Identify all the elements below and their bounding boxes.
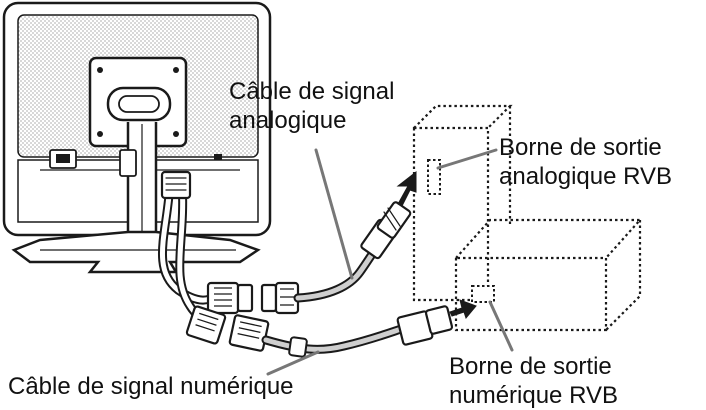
analog-rgb-port [427, 159, 441, 195]
label-digital-output-line2: numérique RVB [449, 382, 618, 409]
digital-connector-pair [185, 305, 270, 352]
digital-insert-arrow [449, 299, 477, 320]
digital-cable [261, 299, 477, 358]
label-analog-output-line2: analogique RVB [499, 163, 673, 190]
leader-digital-cable [266, 350, 320, 376]
label-analog-cable-line1: Câble de signal [229, 78, 395, 105]
digital-rgb-port [471, 285, 495, 303]
label-digital-cable: Câble de signal numérique [8, 372, 294, 401]
leader-analog-cable [314, 148, 354, 280]
analog-connector-pair [206, 281, 300, 315]
computer-tower [412, 126, 490, 302]
label-digital-cable-line1: Câble de signal numérique [8, 373, 294, 400]
label-digital-output: Borne de sortie numérique RVB [449, 352, 618, 410]
label-analog-output: Borne de sortie analogique RVB [499, 133, 672, 191]
leader-digital-output [488, 300, 514, 352]
label-digital-output-line1: Borne de sortie [449, 353, 612, 380]
label-analog-cable: Câble de signal analogique [229, 77, 394, 135]
leader-lines [266, 148, 514, 376]
label-analog-cable-line2: analogique [229, 107, 347, 134]
computer-outline [412, 104, 643, 332]
label-analog-output-line1: Borne de sortie [499, 134, 662, 161]
stand-base [11, 230, 261, 274]
analog-insert-arrow [396, 170, 417, 207]
leader-analog-output [436, 148, 498, 170]
computer-desktop-box [454, 256, 608, 332]
analog-cable [293, 170, 417, 303]
monitor-rear [2, 1, 272, 274]
